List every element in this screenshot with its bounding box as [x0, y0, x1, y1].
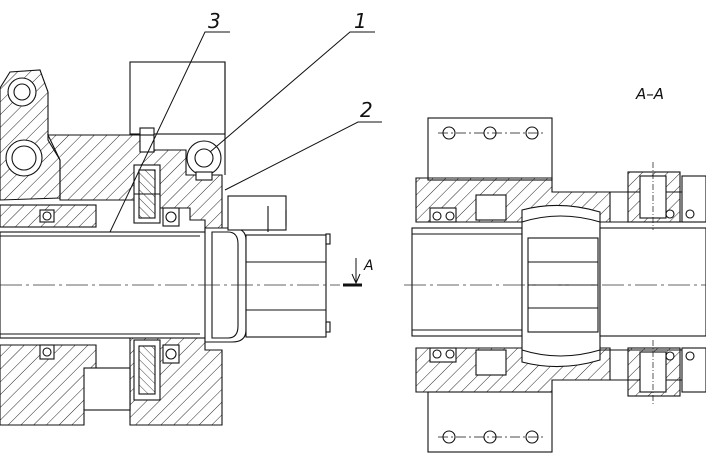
section-title: A–A	[635, 85, 664, 103]
callout-3: 3	[208, 9, 221, 33]
shaft-right	[411, 227, 523, 337]
callout-leaders	[109, 31, 382, 233]
plate-upper	[427, 117, 553, 181]
left-view	[0, 61, 331, 426]
callout-2: 2	[360, 98, 373, 122]
section-cut-letter: A	[363, 258, 374, 274]
callout-1: 1	[354, 9, 367, 33]
hub-right	[599, 227, 706, 337]
screw	[139, 127, 155, 153]
coupling-hub	[245, 234, 327, 338]
section-mark	[343, 258, 362, 287]
